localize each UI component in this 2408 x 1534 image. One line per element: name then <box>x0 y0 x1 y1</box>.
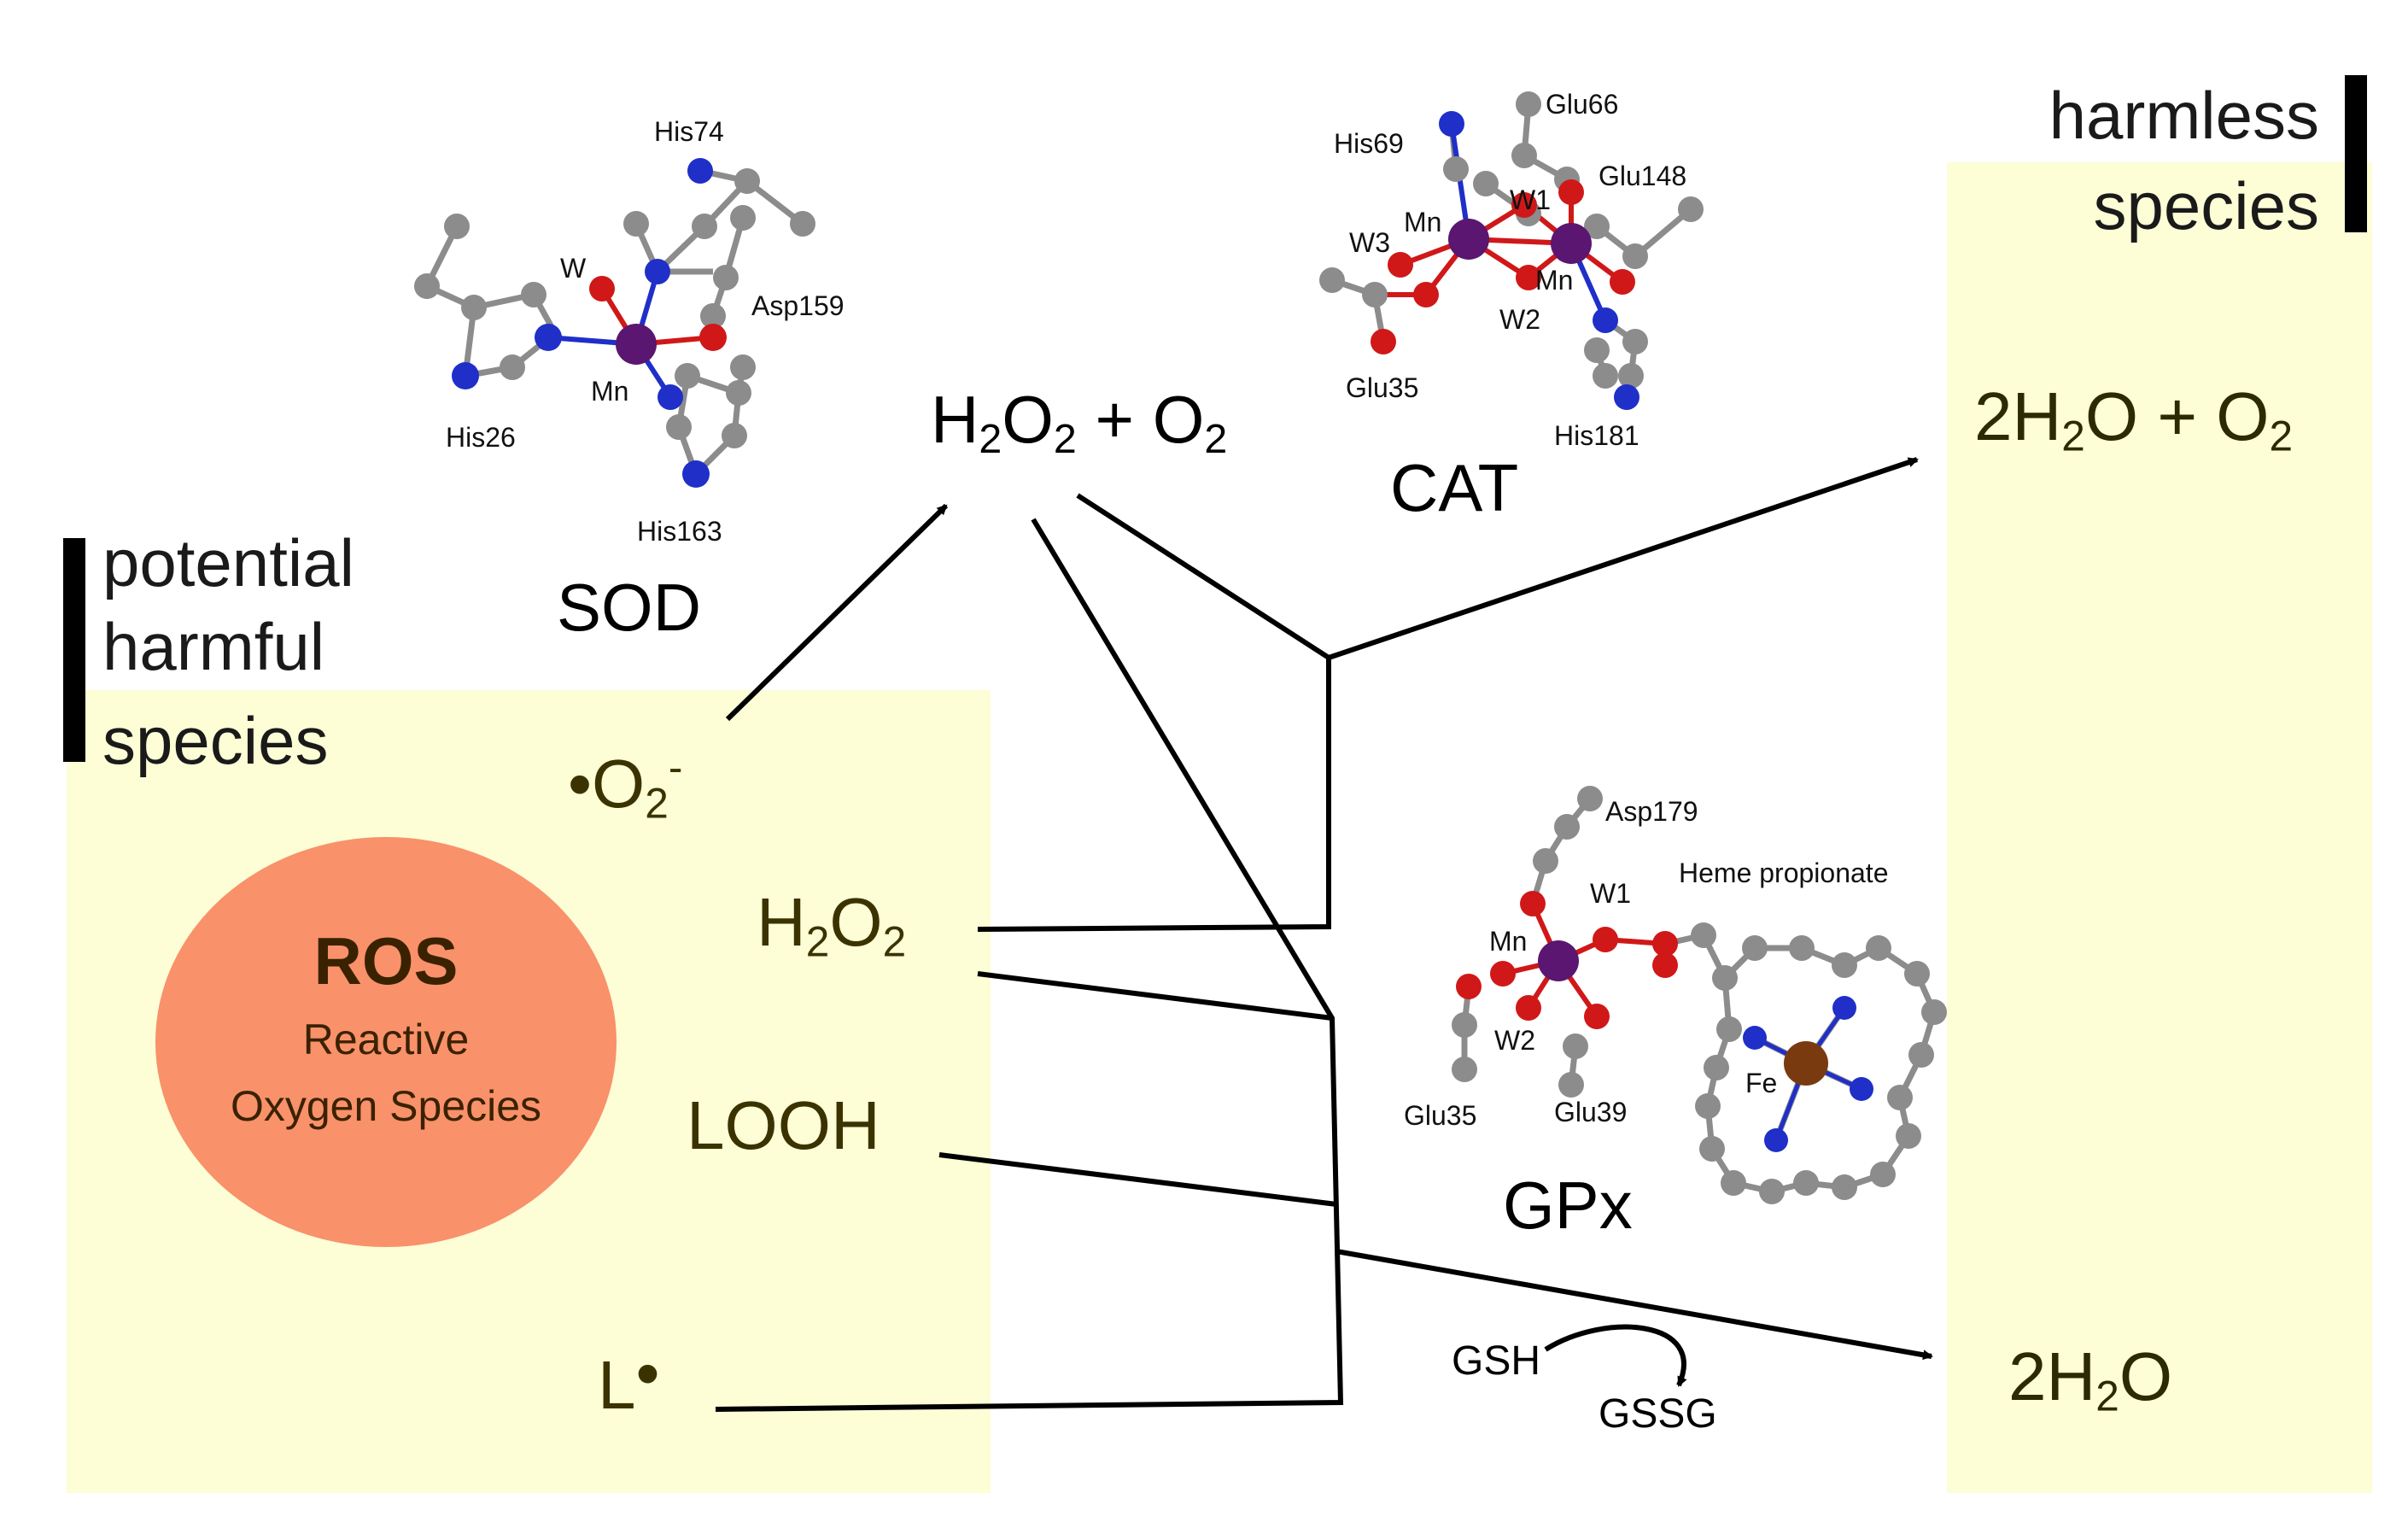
cat-label-w1: W1 <box>1510 184 1551 215</box>
sod-label-mn: Mn <box>591 376 629 407</box>
gssg-label: GSSG <box>1599 1391 1717 1437</box>
gpx-label-heme: Heme propionate <box>1679 858 1889 888</box>
sod-label-his74: His74 <box>654 116 724 147</box>
sod-label-his26: His26 <box>446 422 516 453</box>
gpx-arrow <box>1336 1249 1933 1361</box>
gpx-connector-h2o2-l <box>715 518 1344 1412</box>
h2o2-label: H2O2 <box>757 884 907 966</box>
product-water-oxygen: 2H2O + O2 <box>1974 378 2294 460</box>
cat-connector <box>977 493 1331 932</box>
harmless-header-bar <box>2345 75 2367 232</box>
lipid-radical-label: L• <box>598 1335 660 1423</box>
cat-label-glu66: Glu66 <box>1546 89 1619 120</box>
lipid-radical-dot: • <box>635 1335 660 1411</box>
product-water: 2H2O <box>2008 1338 2173 1420</box>
cat-label-w2: W2 <box>1499 304 1540 335</box>
cat-label-glu148: Glu148 <box>1599 161 1687 191</box>
gpx-label-w1: W1 <box>1590 878 1631 909</box>
gsh-label: GSH <box>1452 1338 1541 1384</box>
sod-label-w: W <box>560 253 587 284</box>
cat-arrow <box>1328 457 1919 660</box>
gpx-label-fe: Fe <box>1745 1068 1778 1098</box>
gpx-label-w2: W2 <box>1494 1025 1535 1056</box>
superoxide-label: •O2- <box>568 743 683 828</box>
ros-circle: ROS Reactive Oxygen Species <box>155 837 617 1247</box>
cat-label-mn-b: Mn <box>1535 265 1574 296</box>
gpx-label-glu35: Glu35 <box>1404 1100 1477 1131</box>
sod-arrow <box>725 503 949 722</box>
gpx-label-glu39: Glu39 <box>1554 1097 1628 1127</box>
gpx-label-asp179: Asp179 <box>1605 796 1698 827</box>
harmless-header-line-2: species <box>2093 168 2319 243</box>
harmful-header-bar <box>63 538 85 762</box>
superoxide-dot: • <box>568 746 593 822</box>
cat-label-his181: His181 <box>1554 420 1639 451</box>
h2o2-o2-label: H2O2 + O2 <box>931 382 1228 463</box>
harmless-species-panel <box>1947 162 2372 1493</box>
sod-name: SOD <box>557 570 702 645</box>
cat-label-w3: W3 <box>1349 227 1390 258</box>
cat-label-his69: His69 <box>1334 128 1404 159</box>
gpx-name: GPx <box>1503 1168 1633 1243</box>
gpx-connector-h2o2 <box>977 971 1333 1021</box>
harmless-header-line-1: harmless <box>2049 78 2319 153</box>
ros-line-2: Oxygen Species <box>230 1082 542 1130</box>
harmful-header-line-2: harmful <box>102 609 325 684</box>
gpx-label-mn: Mn <box>1489 926 1528 957</box>
gsh-gssg-arrow <box>1544 1324 1687 1387</box>
harmful-header-line-1: potential <box>102 525 354 600</box>
cat-name: CAT <box>1390 450 1519 525</box>
cat-label-mn-a: Mn <box>1404 207 1442 237</box>
sod-label-his163: His163 <box>637 516 722 547</box>
ros-line-1: Reactive <box>302 1016 470 1063</box>
cat-label-glu35: Glu35 <box>1346 372 1419 403</box>
looh-label: LOOH <box>687 1087 880 1163</box>
gpx-connector-looh <box>938 1152 1337 1207</box>
harmful-header-line-3: species <box>102 703 329 778</box>
ros-title: ROS <box>313 923 459 998</box>
sod-label-asp159: Asp159 <box>751 290 845 321</box>
